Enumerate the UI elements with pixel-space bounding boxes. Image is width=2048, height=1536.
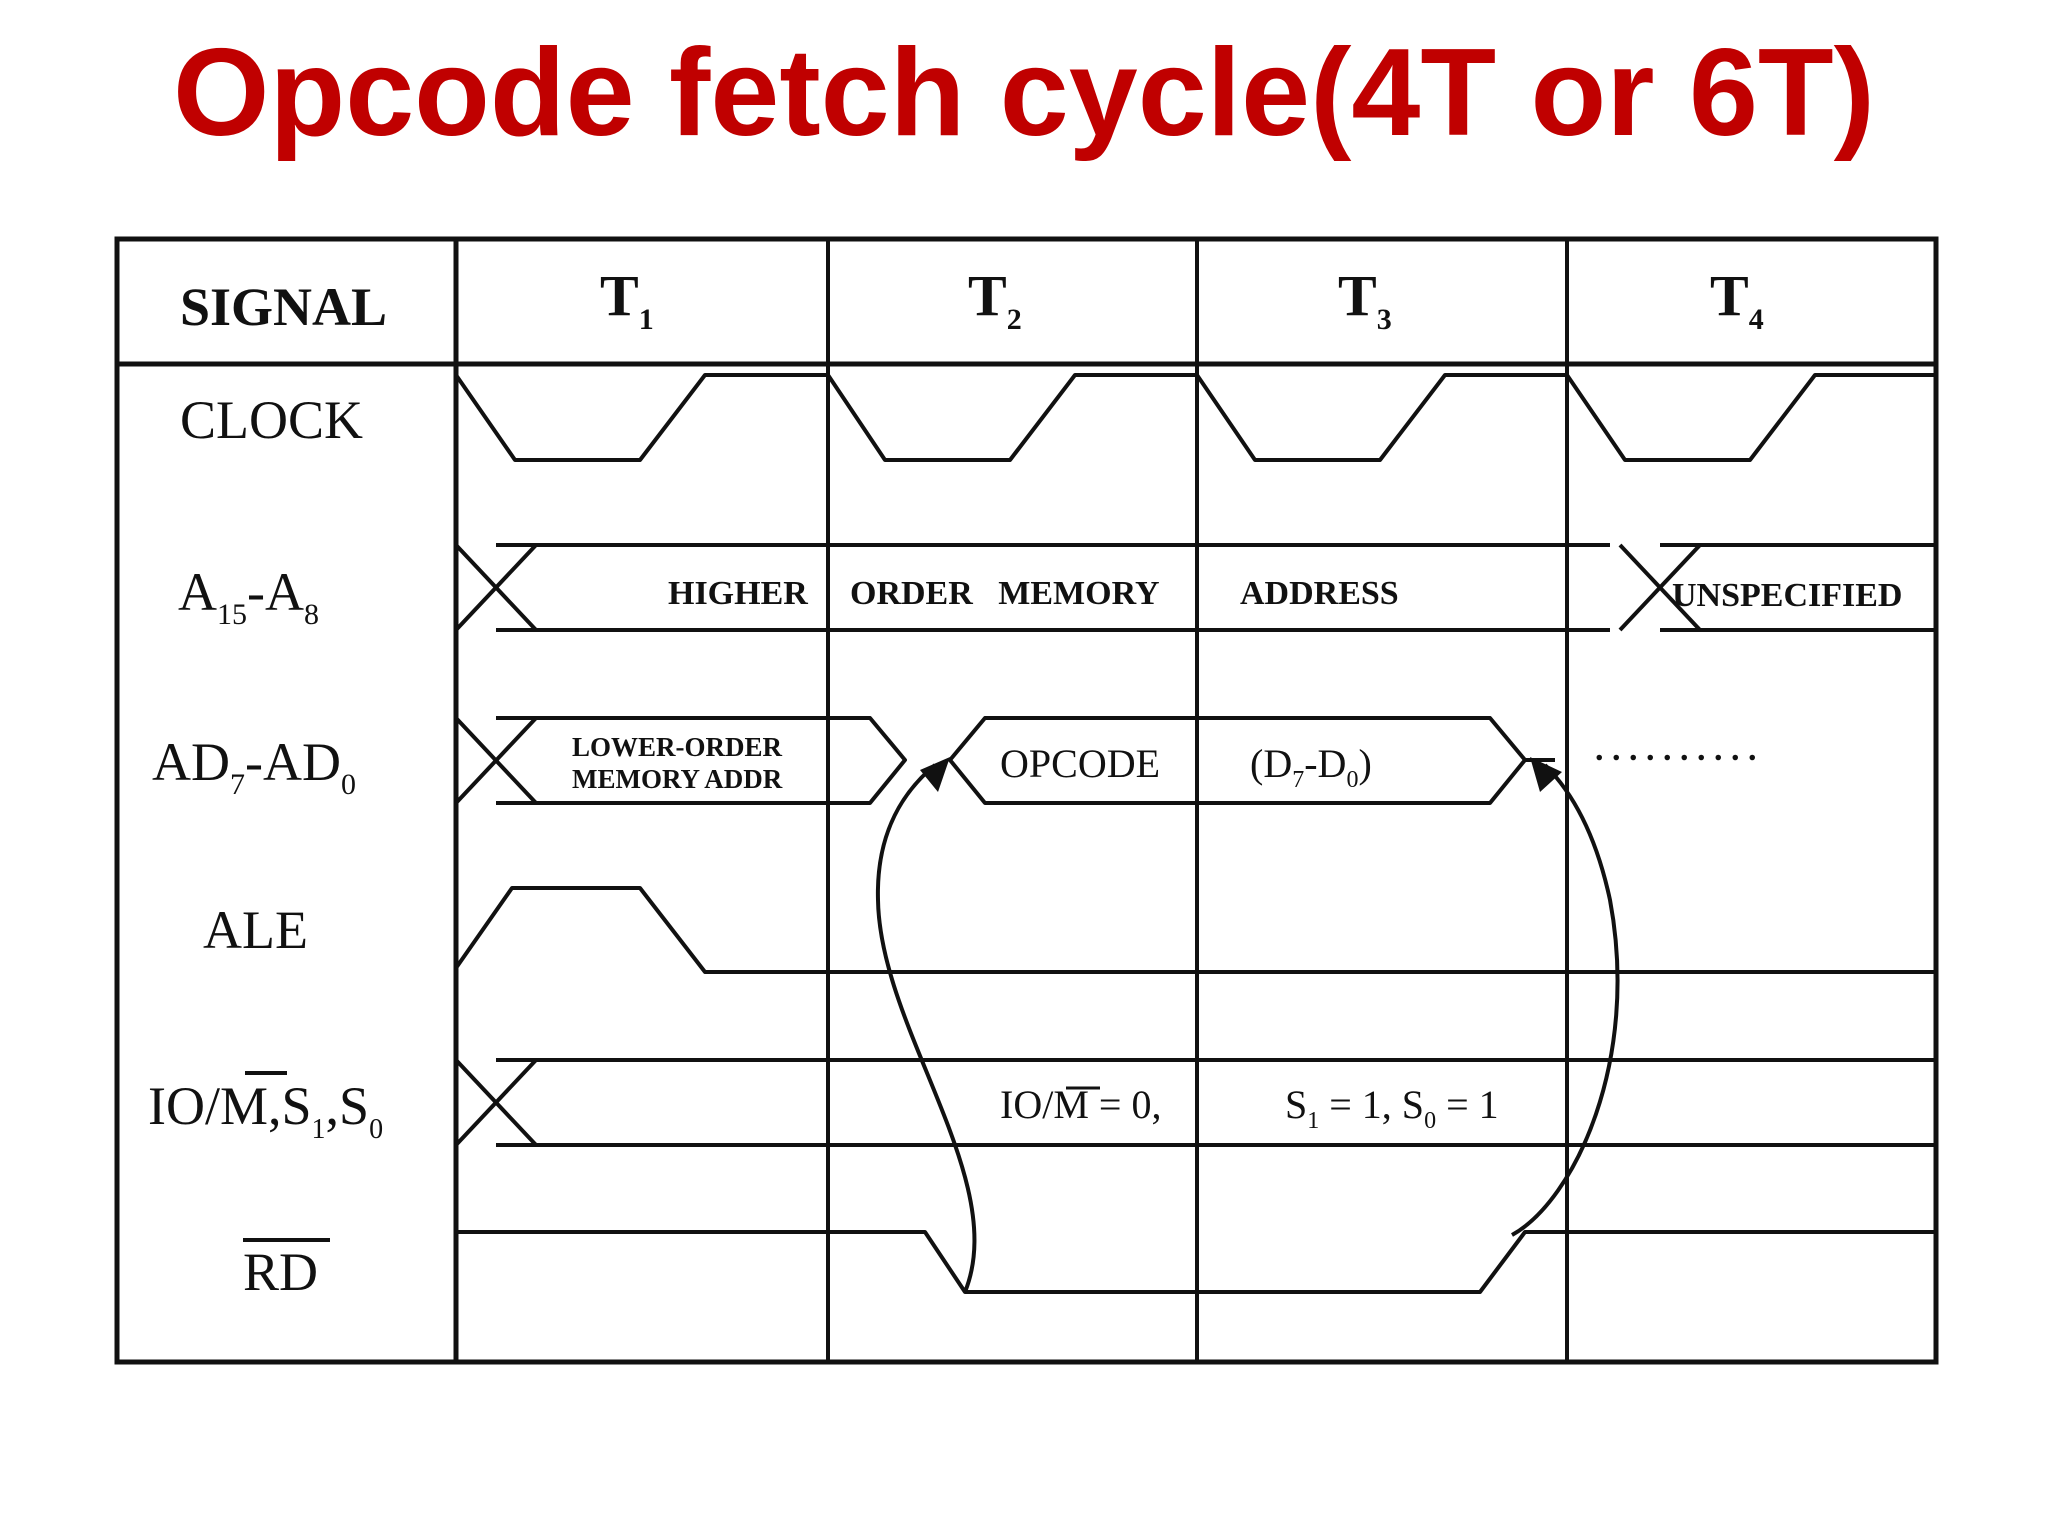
header-t3: T3: [1338, 263, 1392, 336]
bus-text-address: ADDRESS: [1240, 575, 1399, 612]
arrowhead-data: [1530, 757, 1562, 792]
signal-label-rd: RD: [243, 1242, 318, 1302]
rd-to-opcode-arrow: [875, 763, 977, 1293]
header-t1: T1: [600, 263, 654, 336]
bus-text-higher: HIGHER: [668, 575, 808, 612]
signal-label-a15-a8: A15-A8: [178, 562, 319, 631]
ad7-ad0-bus: [454, 716, 1555, 805]
rd-waveform: [456, 1230, 1936, 1294]
bus-text-opcode: OPCODE: [1000, 741, 1160, 786]
bus-text-memory-addr: MEMORY ADDR: [572, 764, 783, 794]
signal-label-ad7-ad0: AD7-AD0: [152, 732, 356, 801]
page-title: Opcode fetch cycle(4T or 6T): [173, 24, 1875, 162]
bus-text-s-eq: S1 = 1, S0 = 1: [1285, 1082, 1499, 1134]
bus-text-d7-d0: (D7-D0): [1250, 741, 1372, 793]
signal-label-clock: CLOCK: [180, 390, 363, 450]
clock-waveform: [454, 373, 1936, 462]
bus-text-unspecified: UNSPECIFIED: [1672, 577, 1902, 614]
io-m-bus: [454, 1058, 1936, 1147]
bus-text-lower-order: LOWER-ORDER: [572, 732, 783, 762]
signal-label-io-m-s1-s0: IO/M,S1,S0: [148, 1076, 383, 1145]
signal-label-ale: ALE: [203, 900, 308, 960]
bus-text-dots: . . . . . . . . . .: [1595, 731, 1757, 768]
header-signal: SIGNAL: [180, 277, 387, 337]
ale-waveform: [454, 886, 1936, 974]
rd-end-to-data-arrow: [1511, 763, 1620, 1237]
header-t4: T4: [1710, 263, 1764, 336]
bus-text-order-memory: ORDER MEMORY: [850, 575, 1160, 612]
header-t2: T2: [968, 263, 1022, 336]
a15-a8-bus: [454, 543, 1936, 632]
table-border: [114, 236, 1939, 1365]
table-grid: [114, 236, 1939, 1365]
arrowhead-opcode: [920, 757, 950, 792]
bus-text-io-m-eq: IO/M = 0,: [1000, 1082, 1161, 1127]
